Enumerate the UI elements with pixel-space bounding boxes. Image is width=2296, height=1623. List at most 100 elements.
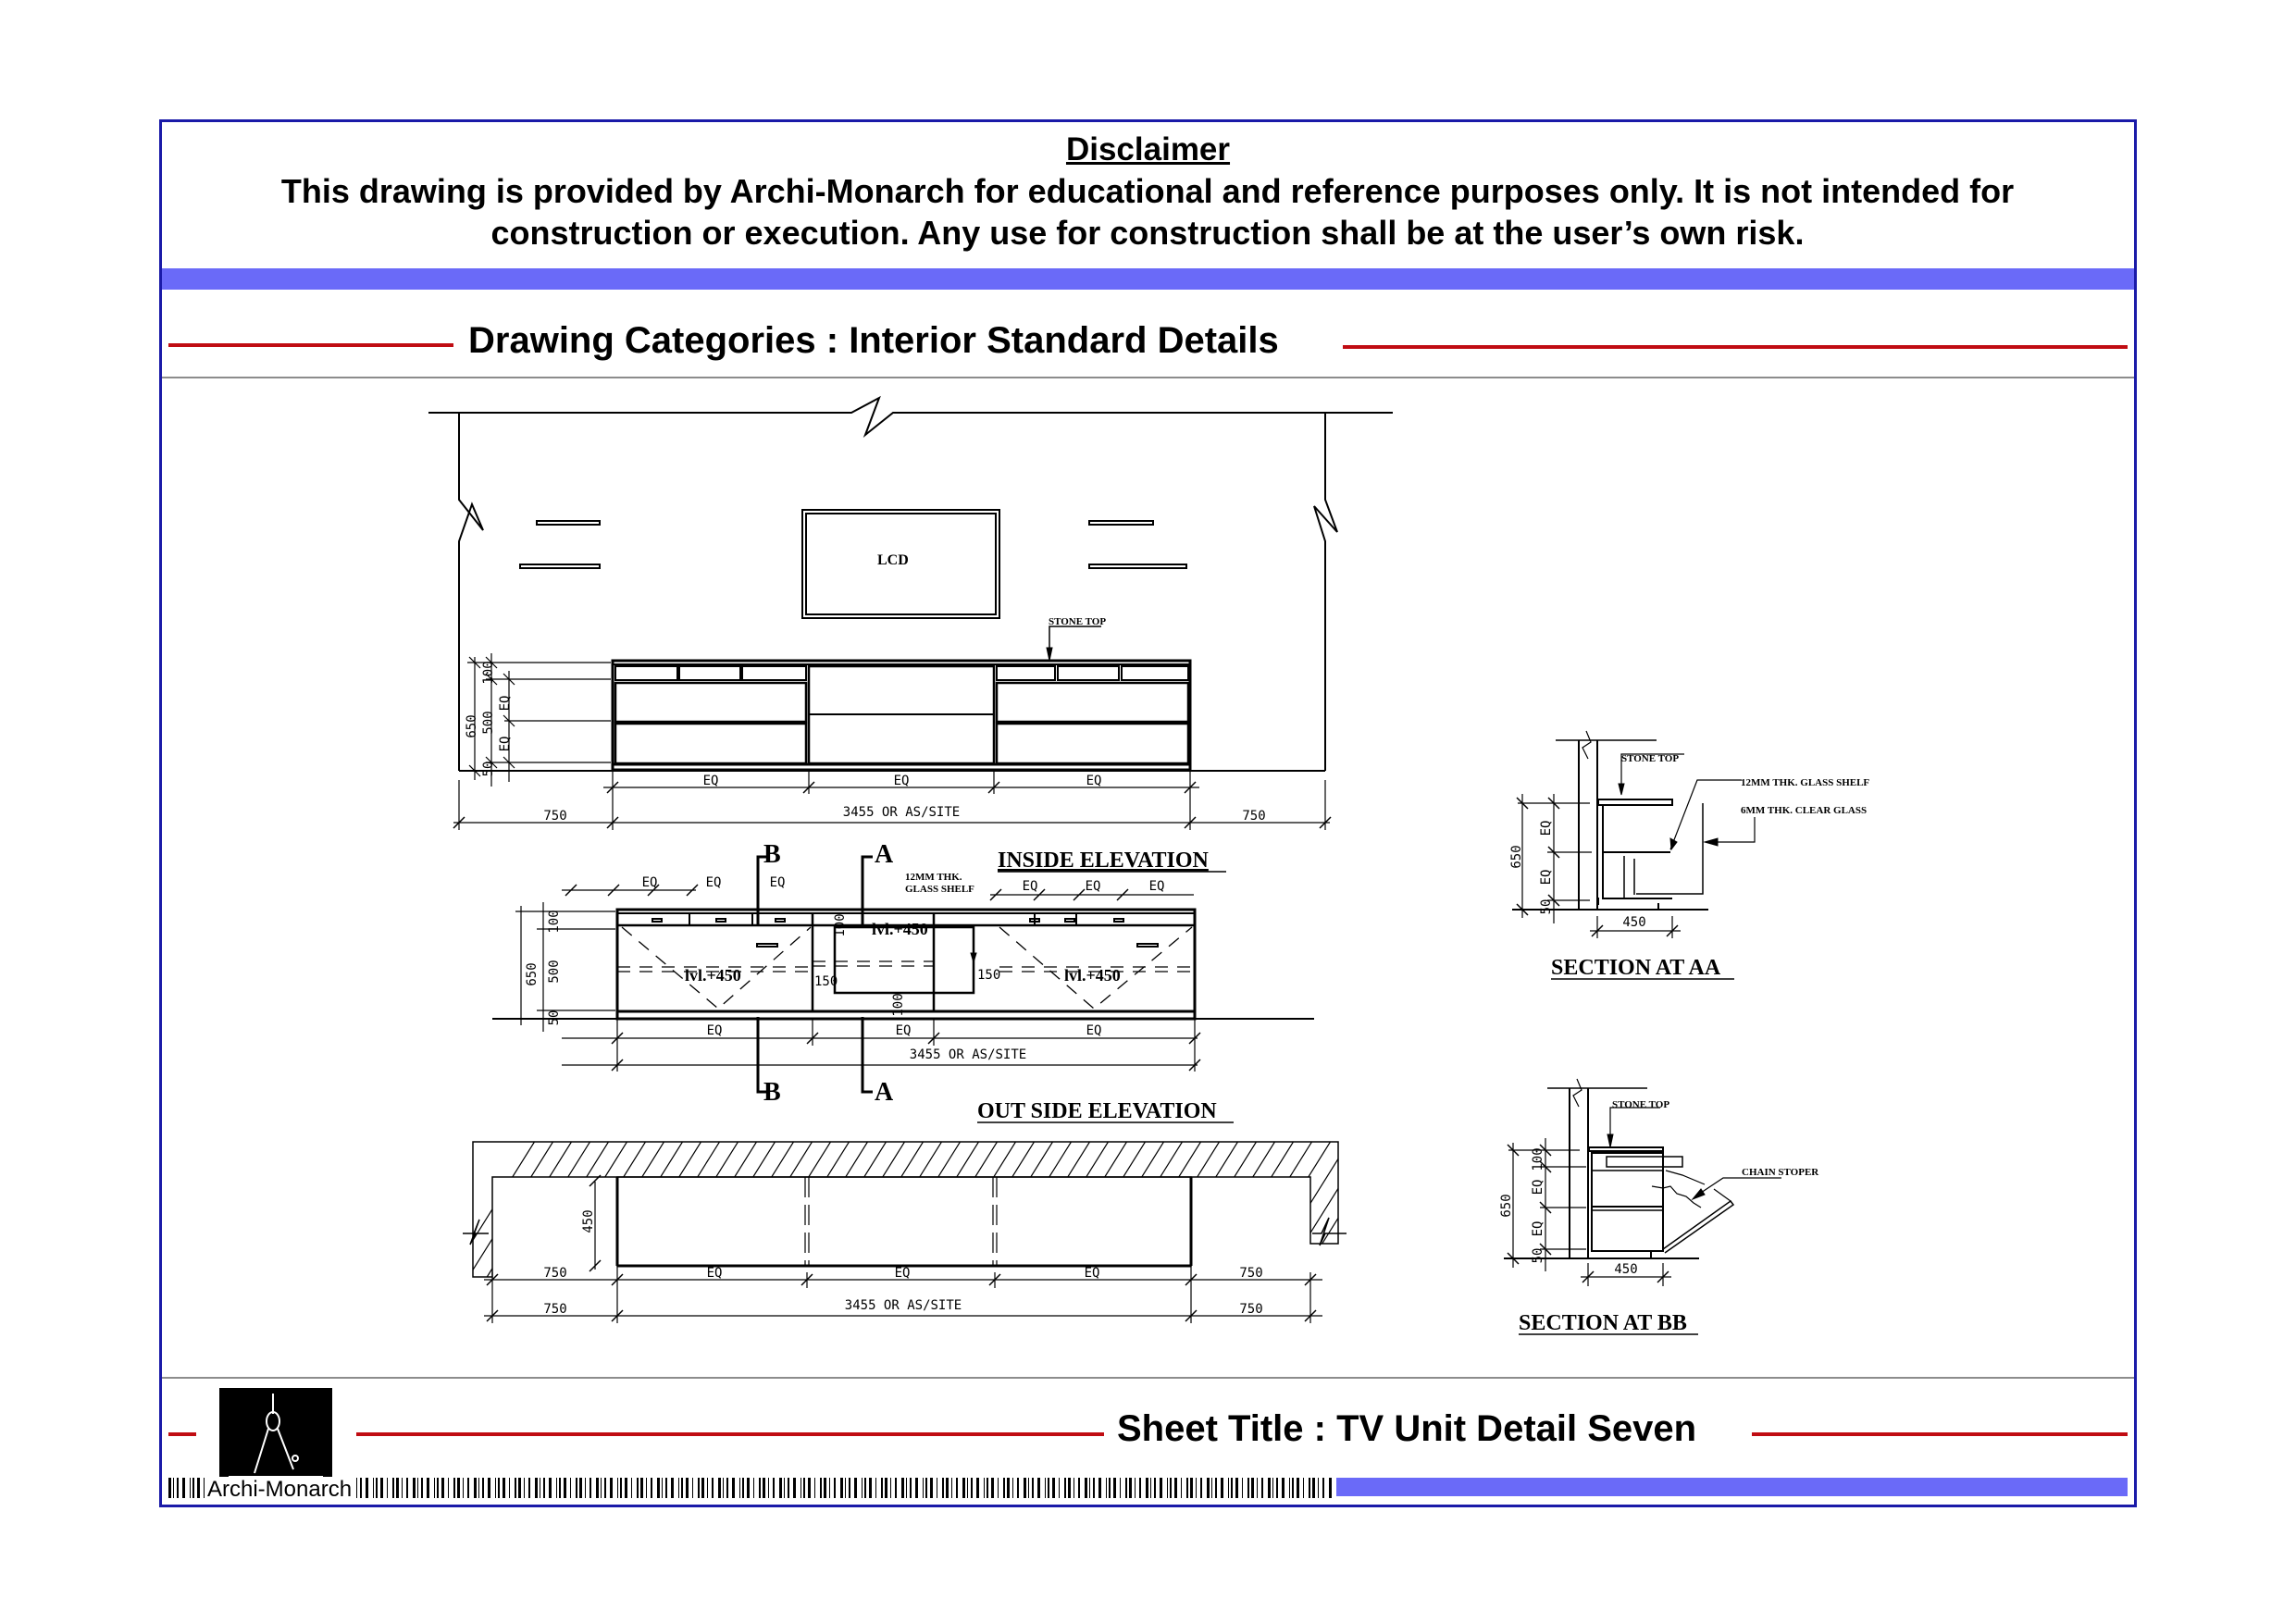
barcode-bar [434, 1478, 435, 1498]
barcode-bar [820, 1478, 822, 1498]
barcode-bar [1221, 1478, 1223, 1498]
dim-eq-1: EQ [703, 774, 719, 788]
header-band [162, 268, 2134, 290]
barcode-bar [1129, 1478, 1132, 1498]
hatch-line [795, 1142, 889, 1277]
barcode-bar [396, 1478, 399, 1498]
barcode-bar [686, 1478, 689, 1498]
level-right: lvl.+450 [1064, 966, 1121, 985]
barcode-bar [864, 1478, 866, 1498]
level-left: lvl.+450 [685, 966, 741, 985]
barcode-bar [1048, 1478, 1049, 1498]
barcode-bar [590, 1478, 591, 1498]
barcode-bar [1282, 1478, 1285, 1498]
hatch-line [628, 1142, 723, 1277]
barcode-bar [1231, 1478, 1233, 1498]
barcode-bar [204, 1478, 205, 1498]
barcode-bar [773, 1478, 775, 1498]
disclaimer-line-1: This drawing is provided by Archi-Monarc… [280, 172, 2015, 210]
section-marker-a-top: A [875, 840, 894, 869]
barcode-bar [1109, 1478, 1111, 1498]
barcode-bar [190, 1478, 191, 1498]
barcode-bar [991, 1478, 994, 1498]
dim-750-plan-d: 750 [1239, 1302, 1262, 1317]
barcode-bar [366, 1478, 368, 1498]
barcode-bar [1242, 1478, 1243, 1498]
barcode-bar [182, 1478, 185, 1498]
barcode-bar [1228, 1478, 1229, 1498]
barcode-bar [1150, 1478, 1151, 1498]
barcode-bar [665, 1478, 667, 1498]
dim-3455-plan: 3455 OR AS/SITE [845, 1298, 962, 1313]
barcode-bar [610, 1478, 613, 1498]
barcode-bar [1045, 1478, 1046, 1498]
dim-500: 500 [481, 711, 496, 734]
barcode-bar [1309, 1478, 1310, 1498]
barcode-bar [453, 1478, 455, 1498]
barcode-bar [631, 1478, 632, 1498]
barcode-bar [417, 1478, 418, 1498]
dim-eq-top-6: EQ [1149, 879, 1165, 894]
glass-shelf-label-2: GLASS SHELF [905, 884, 974, 895]
hatch-line [1258, 1142, 1338, 1277]
barcode-bar [543, 1478, 545, 1498]
aa-stone-top: STONE TOP [1621, 753, 1679, 764]
barcode-bar [707, 1478, 708, 1498]
dim-650: 650 [465, 714, 479, 737]
hatch-line [1221, 1142, 1315, 1277]
barcode-bar [788, 1478, 789, 1498]
barcode-bar [1146, 1478, 1148, 1498]
hatch-line [1313, 1142, 1338, 1277]
barcode-bar [640, 1478, 643, 1498]
hatch-line [1147, 1142, 1241, 1277]
barcode-bar [956, 1478, 958, 1498]
dim-eq-bot-1: EQ [707, 1023, 723, 1038]
stone-top-label: STONE TOP [1049, 616, 1106, 627]
hatch-line [610, 1142, 704, 1277]
barcode-bar [845, 1478, 846, 1498]
hatch-line [906, 1142, 1000, 1277]
barcode-bar [1261, 1478, 1263, 1498]
sheet-rule-right [1752, 1432, 2128, 1436]
hatch-line [473, 1142, 538, 1277]
bb-dim-450: 450 [1614, 1262, 1637, 1277]
barcode-bar [1251, 1478, 1254, 1498]
barcode-bar [723, 1478, 724, 1498]
barcode-bar [1098, 1478, 1101, 1498]
dim-750-right: 750 [1242, 809, 1265, 824]
hatch-line [1054, 1142, 1148, 1277]
barcode-bar [834, 1478, 836, 1498]
barcode-bar [373, 1478, 374, 1498]
barcode-bar [1322, 1478, 1324, 1498]
barcode-bar [712, 1478, 714, 1498]
footer-band [1336, 1478, 2128, 1496]
barcode-bar [478, 1478, 479, 1498]
barcode-bar [768, 1478, 769, 1498]
dim-eq-plan-2: EQ [895, 1266, 911, 1281]
barcode-bar [1106, 1478, 1107, 1498]
drawing-category-title: Drawing Categories : Interior Standard D… [468, 320, 1279, 361]
outside-elevation-drawing [492, 855, 1314, 1094]
barcode-bar [1276, 1478, 1278, 1498]
barcode-bar [637, 1478, 639, 1498]
hatch-line [832, 1142, 926, 1277]
section-marker-a-bottom: A [875, 1078, 894, 1107]
barcode-bar [998, 1478, 999, 1498]
hatch-line [1128, 1142, 1222, 1277]
dim-500-out: 500 [547, 960, 562, 983]
hatch-line [1091, 1142, 1185, 1277]
barcode-bar [671, 1478, 674, 1498]
barcode-bar [742, 1478, 744, 1498]
hatch-line [480, 1142, 575, 1277]
barcode-bar [524, 1478, 525, 1498]
barcode-bar [1160, 1478, 1162, 1498]
barcode-bar [488, 1478, 490, 1498]
barcode-bar [360, 1478, 362, 1498]
hatch-line [665, 1142, 760, 1277]
barcode-bar [854, 1478, 857, 1498]
barcode-bar [1024, 1478, 1026, 1498]
barcode-bar [427, 1478, 429, 1498]
barcode-bar [895, 1478, 897, 1498]
hatch-line [943, 1142, 1037, 1277]
